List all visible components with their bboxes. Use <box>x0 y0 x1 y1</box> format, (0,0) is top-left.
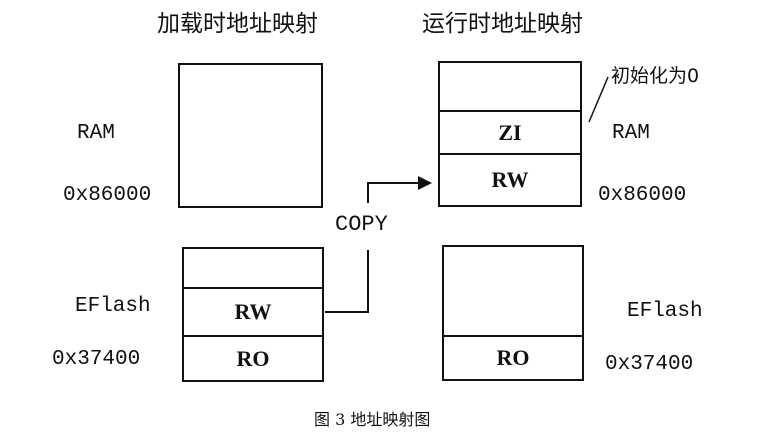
zi-annotation: 初始化为0 <box>611 65 700 87</box>
run-ram-label: RAM <box>612 122 650 145</box>
run-eflash-block: RO <box>442 245 584 381</box>
run-ram-rw-segment: RW <box>440 153 580 205</box>
run-eflash-label: EFlash <box>627 300 703 323</box>
copy-target-line <box>367 182 420 203</box>
load-eflash-ro-segment: RO <box>184 335 322 380</box>
run-eflash-ro-segment: RO <box>444 335 582 379</box>
run-ram-zi-segment: ZI <box>440 110 580 153</box>
load-time-title: 加载时地址映射 <box>157 11 318 37</box>
copy-label: COPY <box>335 212 388 237</box>
arrowhead-icon <box>418 176 432 190</box>
copy-source-line <box>325 250 369 313</box>
annotation-leader-line <box>588 76 609 123</box>
run-ram-block: ZI RW <box>438 61 582 207</box>
run-ram-address: 0x86000 <box>598 184 687 207</box>
load-eflash-address: 0x37400 <box>52 348 141 371</box>
load-ram-block <box>178 63 323 208</box>
run-time-title: 运行时地址映射 <box>422 11 583 37</box>
segment-label: RO <box>236 345 270 371</box>
figure-caption: 图 3 地址映射图 <box>314 410 431 429</box>
load-ram-address: 0x86000 <box>63 184 152 207</box>
load-ram-label: RAM <box>77 122 115 145</box>
run-eflash-address: 0x37400 <box>605 353 694 376</box>
segment-label: RW <box>491 167 529 192</box>
load-eflash-block: RW RO <box>182 247 324 382</box>
segment-label: RO <box>496 345 530 370</box>
load-eflash-rw-segment: RW <box>184 287 322 335</box>
load-eflash-label: EFlash <box>75 295 151 318</box>
segment-label: ZI <box>498 119 522 145</box>
segment-label: RW <box>234 299 272 324</box>
